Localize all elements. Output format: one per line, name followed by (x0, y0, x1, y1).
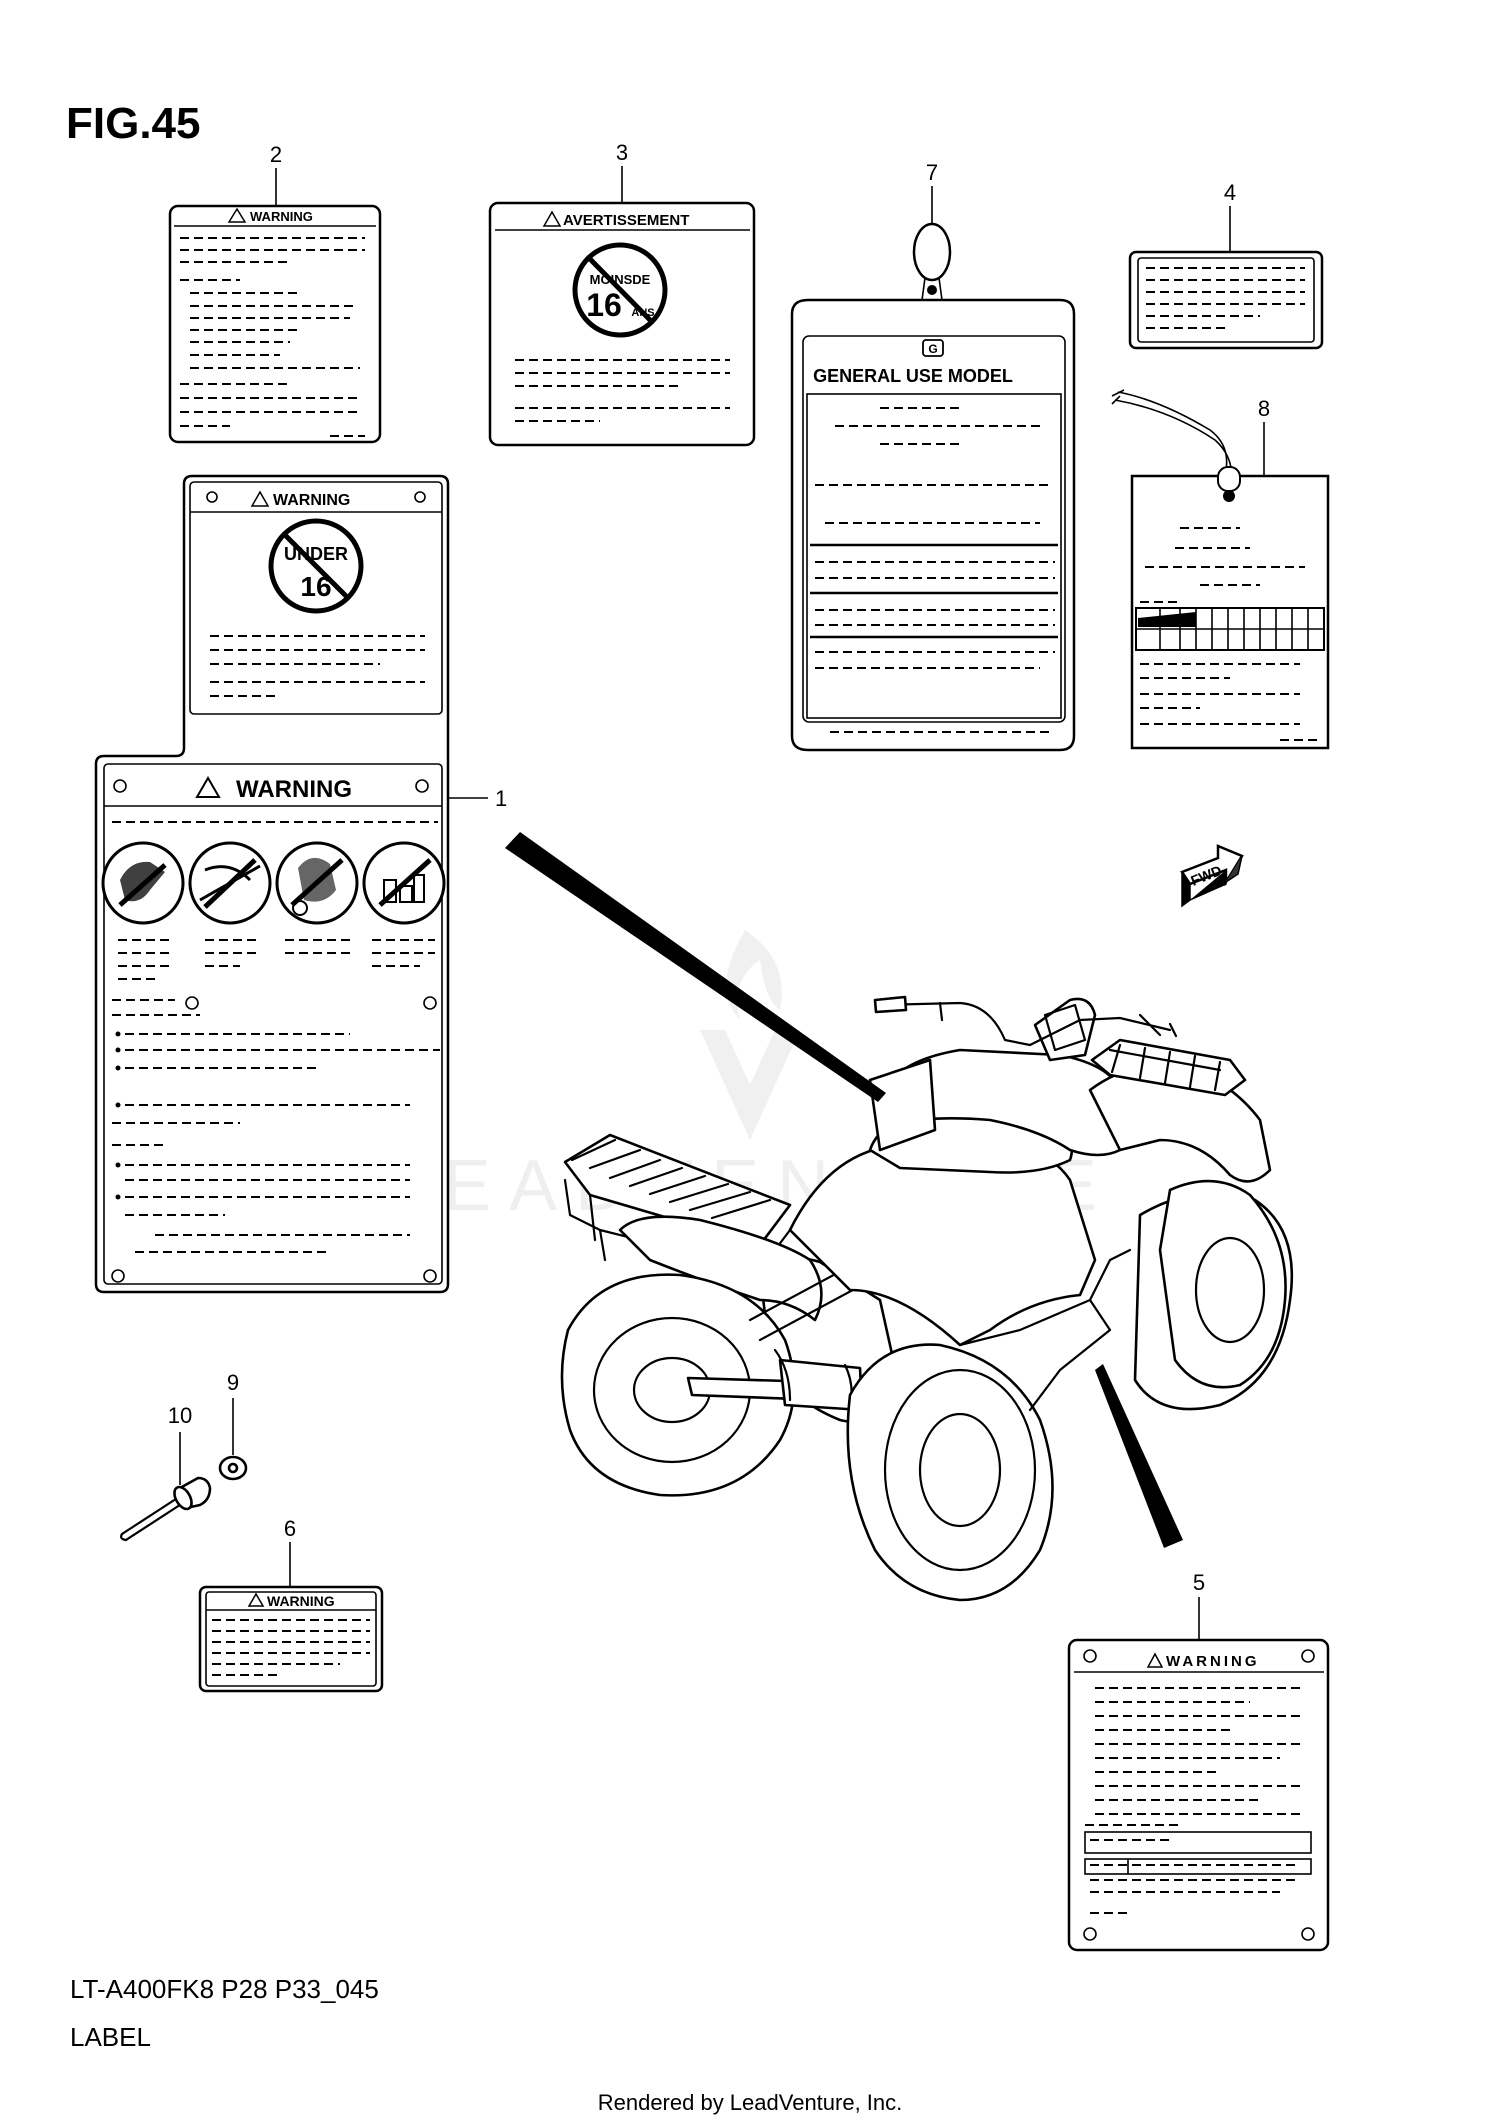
no-paved-road-icon (188, 841, 272, 925)
label-3: AVERTISSEMENT MOINSDE 16 ANS (488, 201, 756, 447)
label-3-badge-top: MOINSDE (590, 272, 651, 287)
label-1: WARNING UNDER 16 WARNING (94, 474, 450, 1294)
no-alcohol-icon (275, 841, 359, 925)
rivet-part (120, 1476, 212, 1542)
label-1-top-heading: WARNING (273, 492, 350, 509)
watermark-logo (700, 930, 800, 1140)
callout-9: 9 (227, 1370, 239, 1395)
callout-6: 6 (284, 1516, 296, 1541)
label-1-pointer (505, 832, 886, 1102)
no-drugs-icon (362, 841, 446, 925)
model-code: LT-A400FK8 P28 P33_045 (70, 1974, 379, 2004)
no-passenger-icon (101, 841, 185, 925)
label-4 (1128, 250, 1324, 350)
figure-title: FIG.45 (66, 99, 201, 148)
label-5: WARNING (1067, 1638, 1330, 1952)
section-name: LABEL (70, 2022, 151, 2052)
label-6: WARNING (198, 1585, 384, 1693)
label-7: G GENERAL USE MODEL (790, 222, 1076, 752)
callout-8: 8 (1258, 396, 1270, 421)
callout-5: 5 (1193, 1570, 1205, 1595)
label-2-heading: WARNING (250, 209, 313, 224)
label-3-heading: AVERTISSEMENT (563, 212, 689, 229)
label-7-badge-letter: G (928, 342, 937, 356)
label-5-heading: WARNING (1166, 1653, 1260, 1670)
callout-4: 4 (1224, 180, 1236, 205)
washer-part (218, 1455, 248, 1481)
fwd-arrow-icon: FWD (1180, 844, 1244, 908)
label-2: WARNING (168, 204, 382, 444)
label-8 (1111, 389, 1330, 750)
label-5-pointer (1095, 1364, 1183, 1548)
label-1-main-heading: WARNING (236, 776, 352, 803)
footer-credit: Rendered by LeadVenture, Inc. (598, 2090, 903, 2115)
atv-illustration (560, 995, 1294, 1602)
callout-10: 10 (168, 1403, 192, 1428)
label-3-badge-number: 16 (586, 287, 622, 323)
callout-7: 7 (926, 160, 938, 185)
label-6-heading: WARNING (267, 1593, 335, 1609)
label-7-heading: GENERAL USE MODEL (813, 366, 1013, 386)
callout-1: 1 (495, 786, 507, 811)
callout-2: 2 (270, 142, 282, 167)
callout-3: 3 (616, 140, 628, 165)
